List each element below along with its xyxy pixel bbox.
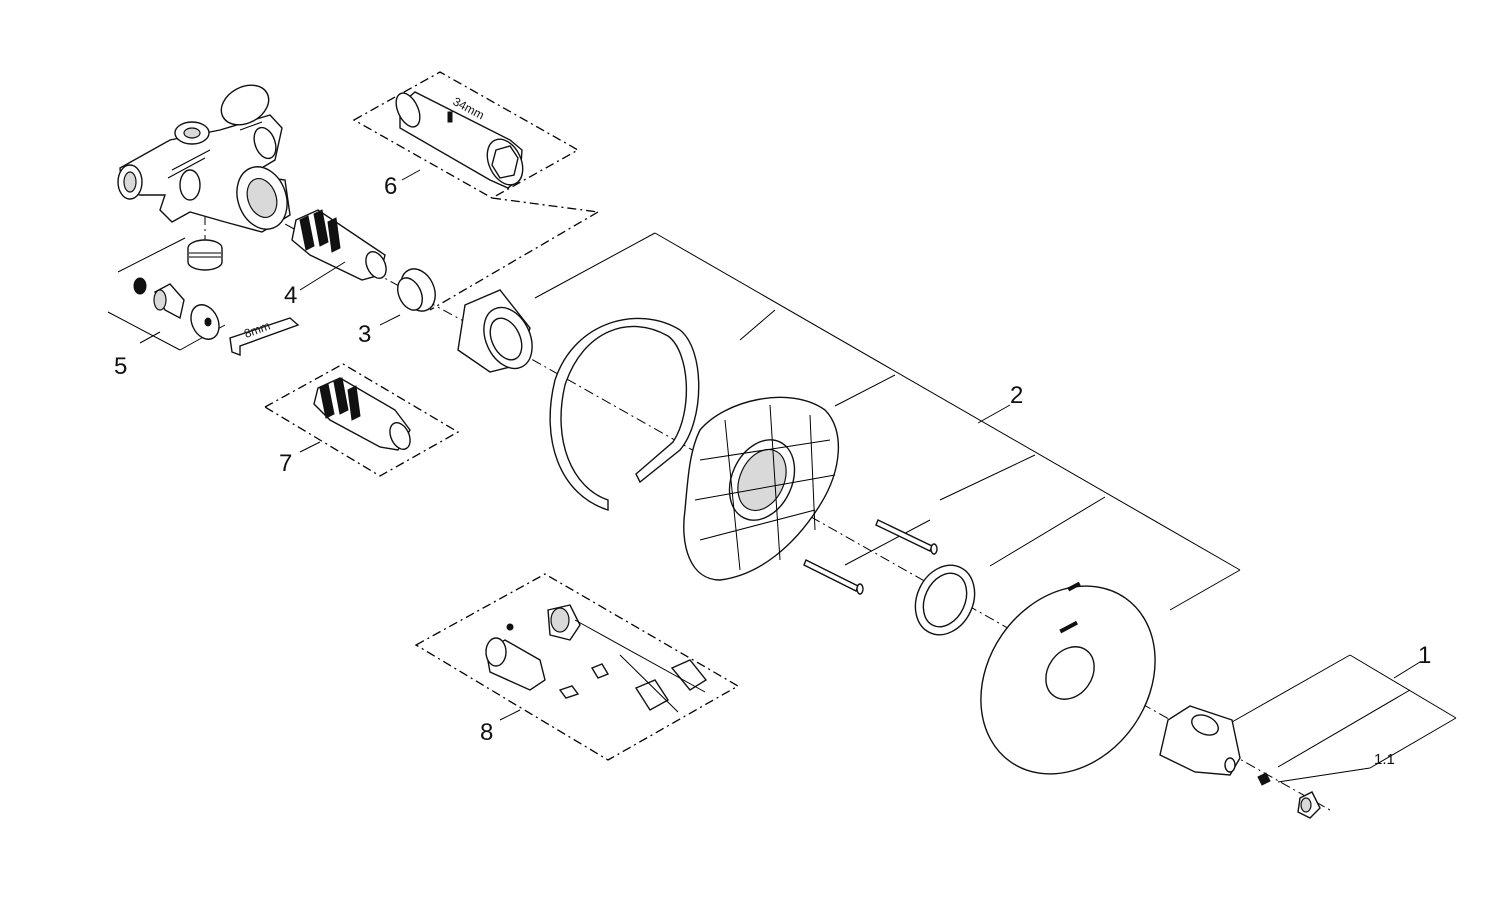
escutcheon-plate — [980, 581, 1156, 775]
callout-8: 8 — [480, 719, 493, 746]
handle — [1159, 705, 1241, 776]
callout-2: 2 — [1010, 382, 1023, 409]
group-1-bracket — [1231, 654, 1457, 783]
plug — [187, 239, 223, 271]
mounting-plate — [683, 396, 840, 581]
seal-ring — [914, 564, 976, 636]
valve-body — [117, 84, 291, 233]
cartridge-4 — [291, 209, 387, 281]
sleeve — [457, 289, 533, 373]
callout-1: 1 — [1418, 642, 1431, 669]
screws — [803, 519, 938, 595]
check-valve-5 — [133, 277, 220, 340]
group-6-box — [352, 71, 599, 311]
nut-3 — [397, 268, 436, 312]
callout-5: 5 — [114, 353, 127, 380]
callout-6: 6 — [384, 173, 397, 200]
callout-1-1: 1.1 — [1374, 751, 1395, 768]
wrench-34mm — [395, 91, 524, 189]
group-2-bracket — [534, 232, 1241, 611]
callout-7: 7 — [279, 450, 292, 477]
split-ring — [549, 317, 700, 511]
leader-lines — [299, 169, 521, 721]
group-8-box — [414, 573, 740, 761]
group-8-parts — [485, 604, 708, 713]
hex-key-8mm — [229, 317, 300, 357]
callout-4: 4 — [284, 282, 297, 309]
group-7-box — [263, 363, 460, 477]
handle-screw-and-cap — [1257, 772, 1321, 819]
callout-3: 3 — [358, 321, 371, 348]
cartridge-7 — [313, 377, 411, 451]
